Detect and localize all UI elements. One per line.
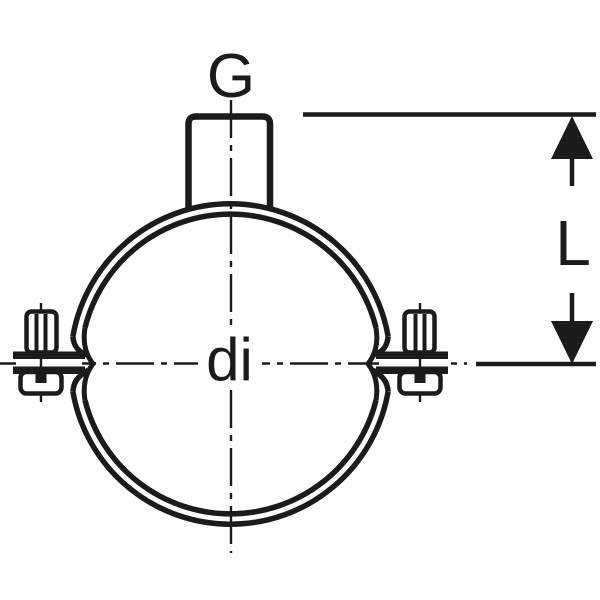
left-lug-gap-mask: [16, 359, 82, 366]
di-label-background: [198, 326, 262, 386]
arrow-down-icon: [551, 321, 593, 364]
label-inner-diameter: di: [206, 326, 253, 393]
left-screw-shaft: [24, 309, 59, 355]
arrow-up-icon: [551, 116, 593, 159]
right-screw-shaft: [402, 309, 437, 355]
band-outer-top-arc: [70, 201, 391, 337]
right-screw-thread-lines: [413, 314, 427, 351]
left-bolt-assembly: [18, 303, 64, 402]
left-upper-lug-plate: [13, 351, 85, 359]
band-right-pinch: [364, 327, 380, 401]
threaded-socket-outline: [185, 113, 274, 209]
right-upper-lug-plate: [376, 351, 448, 359]
right-screw-tip: [414, 372, 426, 383]
band-outer-bottom-arc: [70, 391, 391, 527]
band-inner-top-arc: [82, 211, 379, 329]
label-length: L: [555, 207, 591, 279]
l-dimension: L: [303, 112, 596, 367]
label-thread: G: [207, 42, 255, 111]
band-left-pinch: [81, 327, 97, 401]
right-bolt-assembly: [397, 303, 443, 402]
band-inner-bottom-arc: [82, 399, 379, 517]
left-screw-tip: [35, 372, 47, 383]
right-lug-gap-mask: [379, 359, 445, 366]
left-screw-thread-lines: [34, 314, 48, 351]
